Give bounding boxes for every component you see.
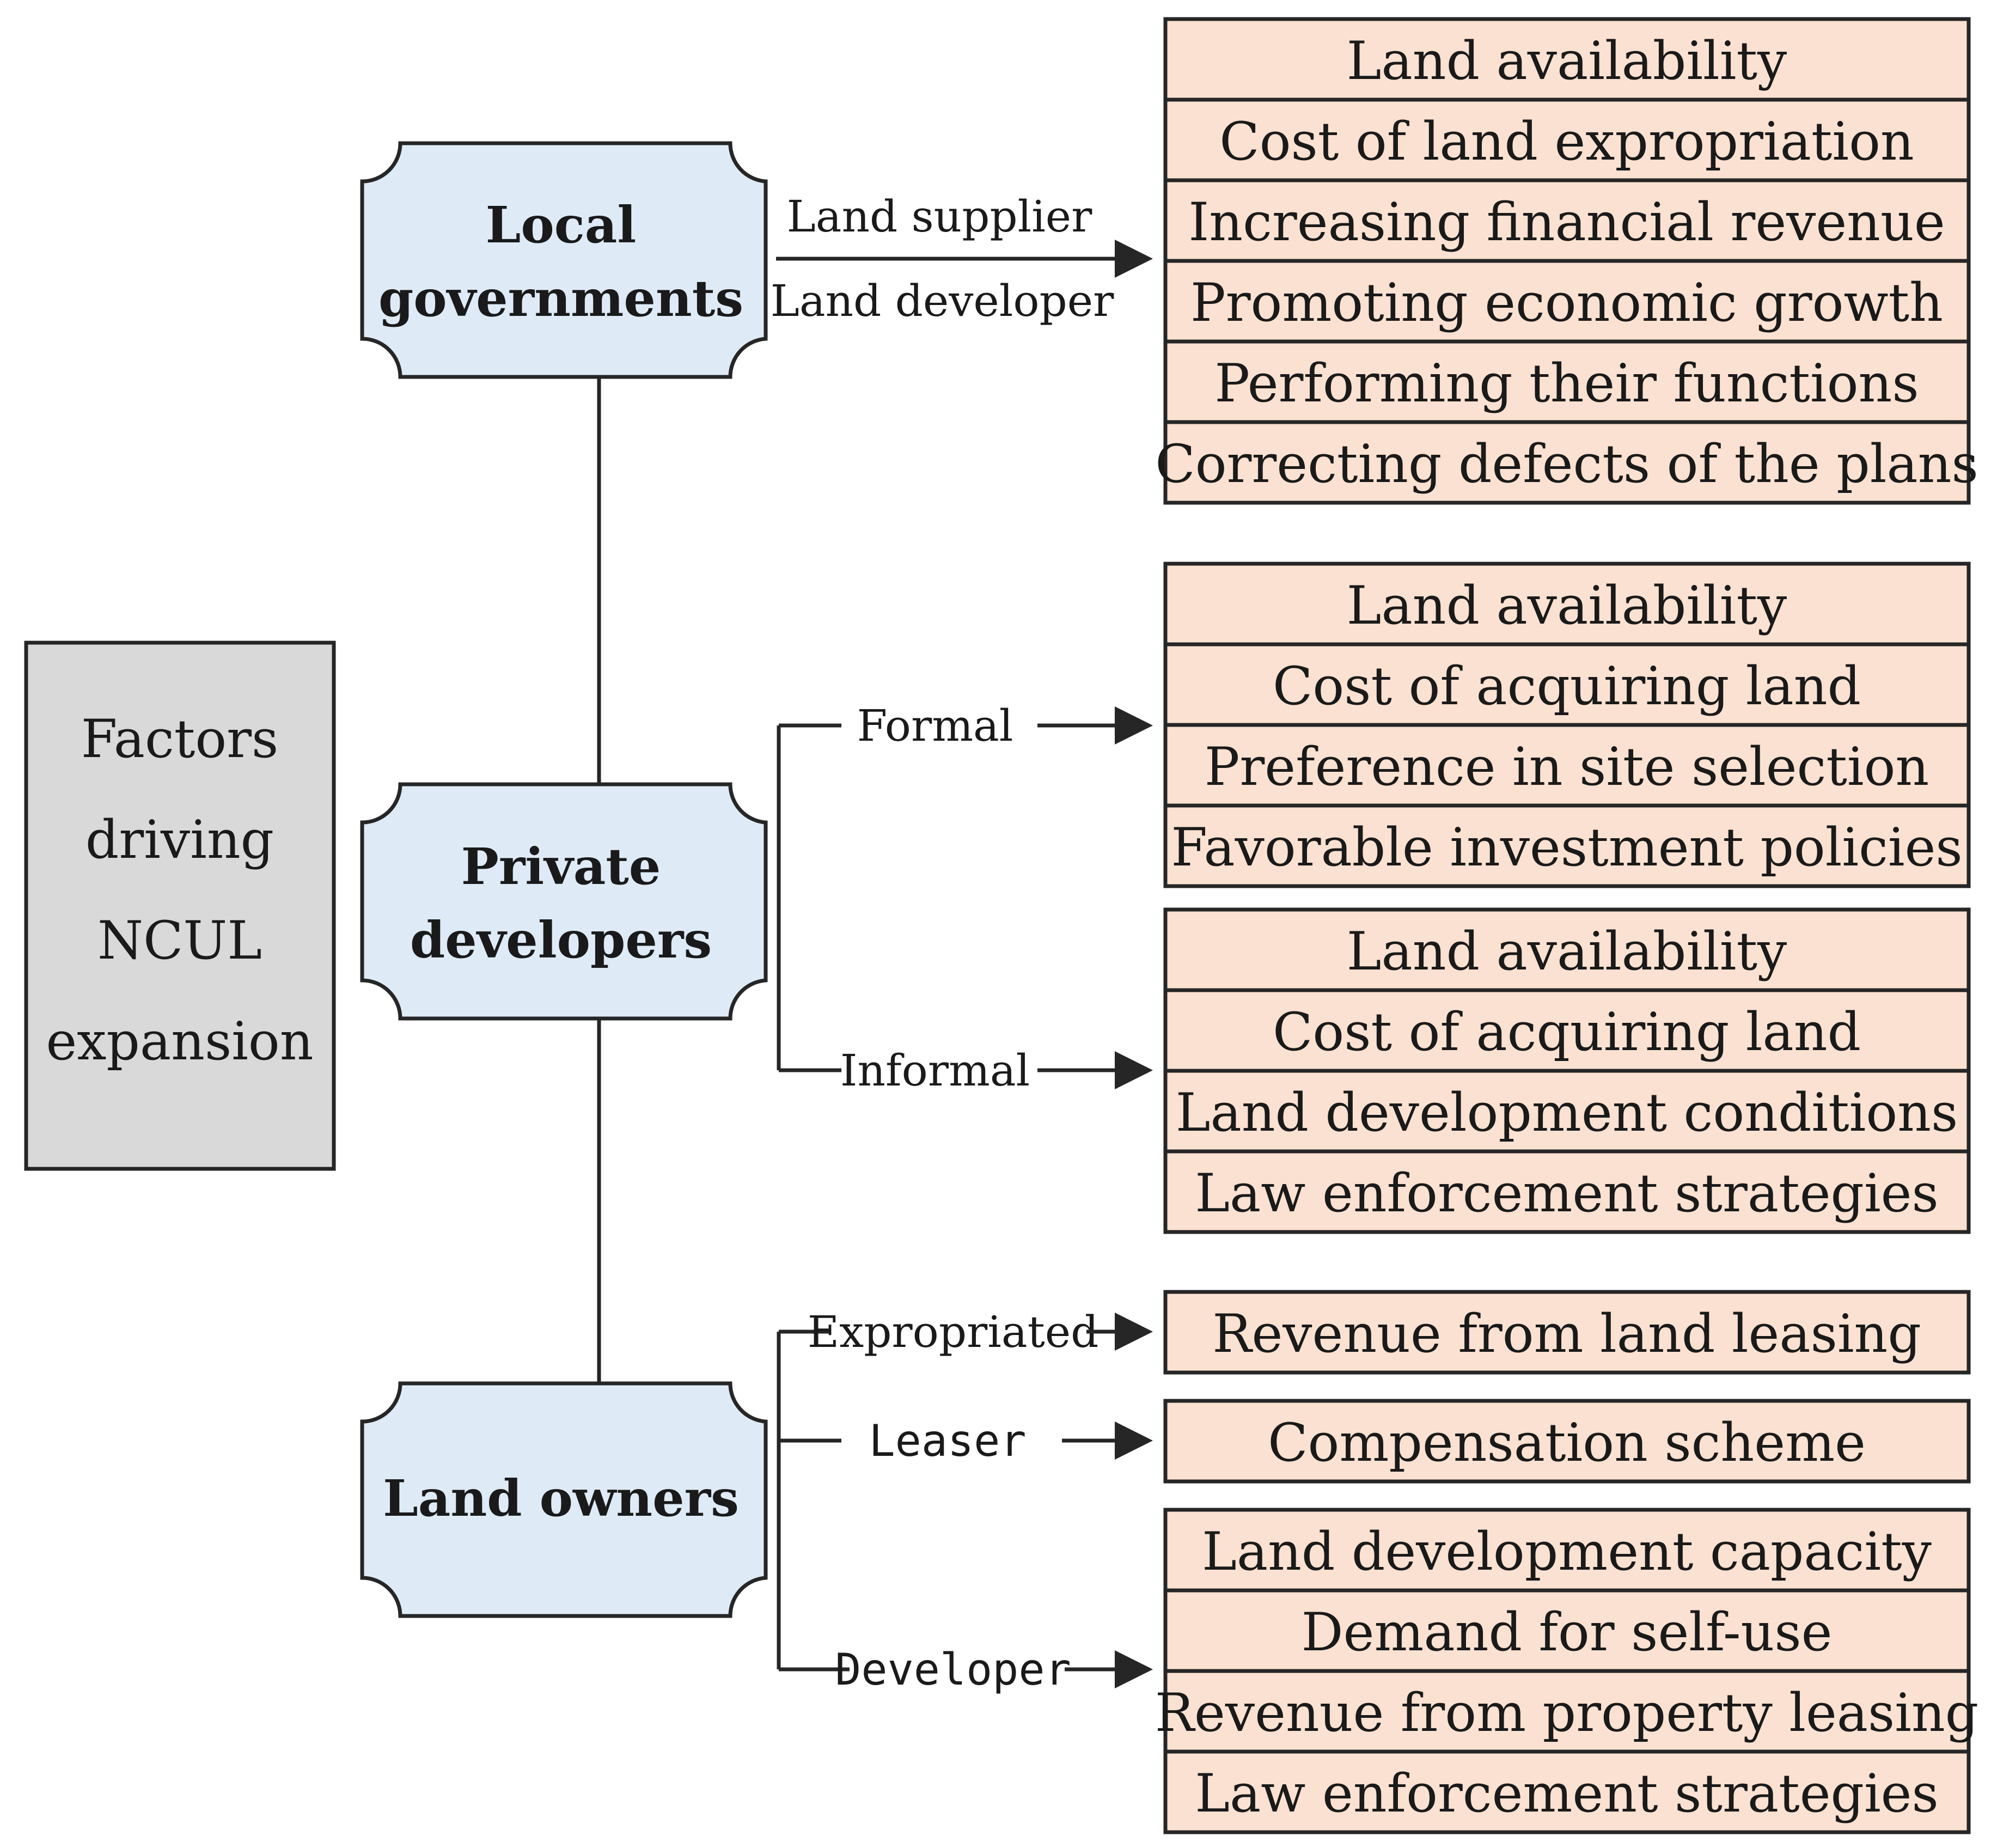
branch-label-leaser: Leaser [869,1416,1027,1466]
actor-title-line-1: Private [461,837,661,896]
factor-cell [1163,97,1971,182]
root-label-line-4: expansion [46,1011,313,1072]
actor-local-governments: Local governments Land supplier Land dev… [360,17,1978,505]
role-land-developer: Land developer [771,276,1114,326]
factor-item: Cost of land expropriation [1219,111,1914,172]
factor-cell [1163,1749,1971,1834]
factor-item: Increasing financial revenue [1188,192,1945,253]
factor-item: Performing their functions [1214,353,1919,414]
root-label-line-3: NCUL [97,910,262,971]
actor-shape-local-governments [360,141,768,379]
actor-title-line-2: governments [378,269,743,328]
factor-item: Correcting defects of the plans [1155,434,1978,495]
actor-title-line-1: Land owners [383,1469,739,1528]
factor-item: Revenue from land leasing [1212,1303,1921,1364]
factor-cell [1163,420,1971,505]
factor-cell [1163,1669,1971,1754]
factor-cell [1163,562,1971,647]
factor-cell [1163,803,1971,888]
factor-item: Land availability [1347,31,1787,92]
branch-label-expropriated: Expropriated [808,1307,1099,1357]
factor-item: Land development capacity [1202,1521,1932,1582]
factor-cell [1163,1588,1971,1673]
root-label-line-2: driving [85,809,274,870]
factor-item: Revenue from property leasing [1155,1682,1979,1743]
factor-item: Promoting economic growth [1190,272,1943,333]
factor-group-local-governments: Land availability Cost of land expropria… [1155,17,1978,505]
factor-item: Land development conditions [1176,1082,1958,1143]
factor-item: Law enforcement strategies [1195,1763,1938,1824]
actor-shape-private-developers [360,782,768,1021]
factor-item: Demand for self-use [1302,1602,1833,1663]
actor-land-owners: Land owners Expropriated Revenue from la… [360,1290,1979,1834]
factor-item: Cost of acquiring land [1273,656,1861,717]
factor-group-expropriated: Revenue from land leasing [1163,1290,1971,1375]
factor-cell [1163,1399,1971,1484]
role-land-supplier: Land supplier [787,191,1093,242]
branch-label-formal: Formal [857,700,1013,751]
factor-item: Cost of acquiring land [1273,1002,1861,1063]
factor-cell [1163,723,1971,808]
root-box: Factors driving NCUL expansion [24,641,336,1171]
factor-group-formal: Land availability Cost of acquiring land… [1163,562,1971,888]
factor-item: Compensation scheme [1268,1412,1866,1473]
actor-title-line-2: developers [410,911,712,969]
actor-shape-land-owners [360,1381,768,1618]
factor-cell [1163,17,1971,102]
actor-private-developers: Private developers Formal Land availabil… [360,562,1971,1234]
factor-item: Land availability [1347,575,1787,636]
factor-cell [1163,1149,1971,1234]
factor-cell [1163,1069,1971,1154]
root-label-line-1: Factors [81,709,279,770]
factor-group-developer: Land development capacity Demand for sel… [1155,1508,1979,1834]
factor-item: Land availability [1347,921,1787,982]
factor-group-informal: Land availability Cost of acquiring land… [1163,907,1971,1234]
factor-item: Law enforcement strategies [1195,1163,1938,1224]
factor-item: Favorable investment policies [1171,817,1962,878]
factor-group-leaser: Compensation scheme [1163,1399,1971,1484]
factor-item: Preference in site selection [1205,736,1929,797]
actor-title-line-1: Local [486,196,637,254]
factor-cell [1163,1290,1971,1375]
branch-label-developer: Developer [835,1644,1071,1695]
branch-label-informal: Informal [840,1045,1030,1096]
